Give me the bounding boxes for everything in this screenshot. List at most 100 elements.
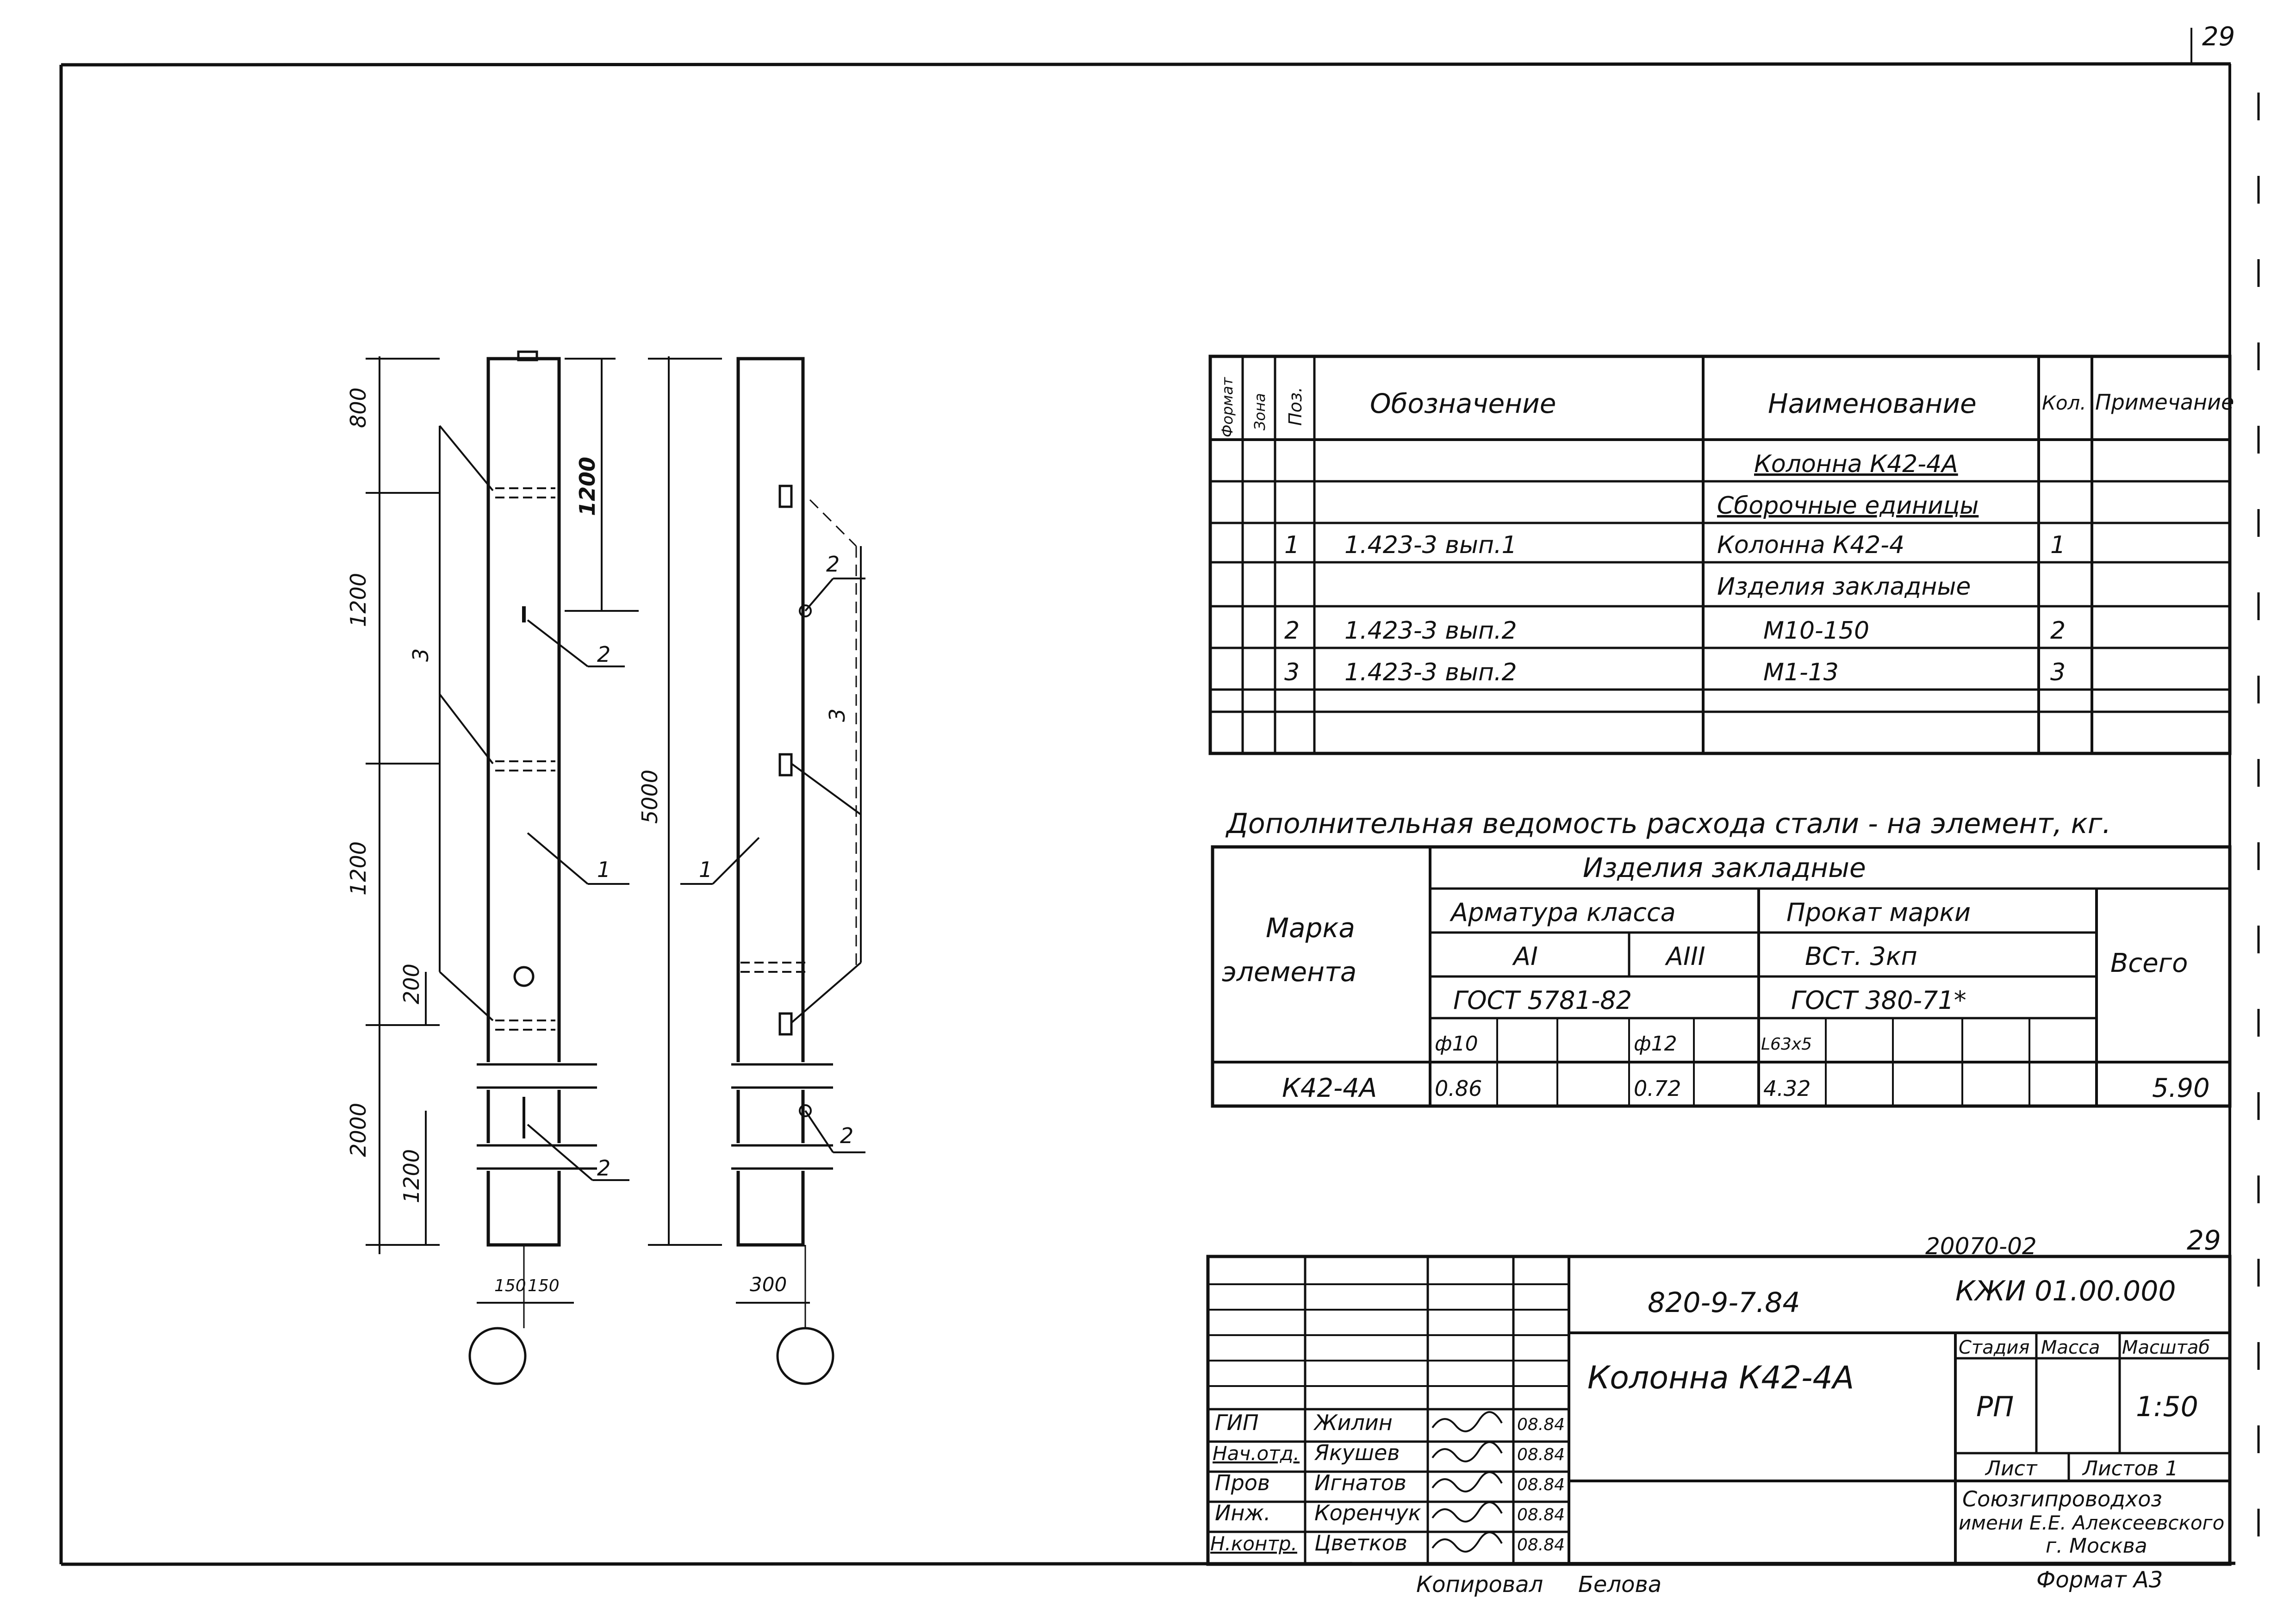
doc-code: КЖИ 01.00.000 [1955, 1275, 2176, 1307]
sheet-number: 29 [2187, 1225, 2221, 1256]
steel-grade: ВСт. 3кп [1805, 942, 1917, 971]
dimension-lines [366, 356, 857, 1304]
sheets-label: Листов 1 [2082, 1457, 2178, 1480]
signature-row: ГИП Жилин 08.84 [1215, 1410, 1565, 1435]
callout-leaders [439, 425, 865, 1181]
stage-value: РП [1976, 1391, 2014, 1423]
sheet-label: Лист [1985, 1457, 2038, 1480]
scale-value: 1:50 [2136, 1391, 2198, 1423]
signature-name: Жилин [1313, 1410, 1393, 1435]
signature-role: Инж. [1215, 1500, 1271, 1525]
callout-2-lower: 2 [597, 1156, 610, 1181]
sheet-frame [59, 28, 2260, 1592]
steel-table-grid [1211, 845, 2232, 1108]
spec-row-1-name: Сборочные единицы [1717, 492, 1979, 520]
spec-row-4-designation: 1.423-3 вып.2 [1344, 617, 1517, 645]
title-block-grid [1206, 1255, 2232, 1566]
spec-row-4-name: М10-150 [1763, 617, 1869, 645]
signature-row: Н.контр. Цветков 08.84 [1210, 1530, 1565, 1555]
spec-row-5-name: М1-13 [1763, 659, 1839, 686]
steel-gost-rebar: ГОСТ 5781-82 [1453, 986, 1632, 1015]
callout-2-right-lower: 2 [840, 1123, 853, 1148]
spec-row-3-name: Изделия закладные [1717, 573, 1971, 601]
steel-class-a3: АIII [1665, 942, 1705, 971]
signature-row: Пров Игнатов 08.84 [1215, 1470, 1565, 1495]
spec-row-5-designation: 1.423-3 вып.2 [1344, 659, 1517, 686]
handwritten-signature [1431, 1471, 1503, 1492]
dim-1200-top: 1200 [575, 457, 600, 516]
format-label: Формат А3 [2036, 1567, 2163, 1593]
steel-table-title: Дополнительная ведомость расхода стали -… [1225, 808, 2111, 840]
signature-date: 08.84 [1517, 1415, 1565, 1434]
dim-1200-a: 1200 [346, 573, 371, 627]
signature-role: Пров [1215, 1470, 1270, 1495]
dim-200: 200 [399, 964, 424, 1004]
handwritten-signature [1431, 1441, 1503, 1462]
steel-class-a1: АI [1512, 942, 1538, 971]
dim-150-b: 150 [528, 1276, 560, 1295]
signature-row: Инж. Коренчук 08.84 [1215, 1500, 1565, 1525]
mass-label: Масса [2041, 1337, 2100, 1358]
dim-2000: 2000 [346, 1103, 371, 1157]
dim-300: 300 [750, 1273, 787, 1296]
signature-row: Нач.отд. Якушев 08.84 [1213, 1440, 1565, 1465]
steel-header-mark-1: Марка [1266, 912, 1355, 944]
spec-row-4-pos: 2 [1284, 617, 1300, 645]
org-line-3: г. Москва [2046, 1534, 2147, 1558]
stage-label: Стадия [1959, 1337, 2029, 1358]
spec-row-0-name: Колонна К42-4А [1754, 450, 1958, 478]
callout-1-left: 1 [597, 857, 610, 882]
signature-date: 08.84 [1517, 1536, 1565, 1555]
spec-row-2-qty: 1 [2050, 531, 2066, 559]
steel-header-mark-2: элемента [1222, 956, 1356, 988]
steel-row-mark: К42-4А [1282, 1073, 1377, 1103]
copied-by-label: Копировал [1416, 1572, 1543, 1598]
callout-2-upper: 2 [597, 642, 610, 667]
column-front-view [468, 350, 597, 1385]
handwritten-signature [1431, 1501, 1503, 1523]
callout-2-right-upper: 2 [826, 552, 840, 577]
column-side-view [731, 357, 834, 1385]
copier-name: Белова [1578, 1572, 1661, 1598]
dim-1200-c: 1200 [399, 1149, 424, 1203]
project-code: 820-9-7.84 [1648, 1287, 1800, 1319]
dim-1200-b: 1200 [346, 841, 371, 895]
spec-row-5-qty: 3 [2050, 659, 2066, 686]
signature-role: Н.контр. [1210, 1532, 1297, 1555]
callout-1-right: 1 [699, 857, 712, 882]
steel-row-total: 5.90 [2152, 1073, 2210, 1103]
signature-name: Якушев [1314, 1440, 1400, 1465]
signature-date: 08.84 [1517, 1475, 1565, 1494]
handwritten-signature [1431, 1411, 1503, 1432]
steel-row-v2: 0.72 [1634, 1076, 1681, 1101]
spec-header-format: Формат [1219, 377, 1236, 437]
signature-name: Цветков [1314, 1530, 1407, 1555]
spec-header-qty: Кол. [2042, 392, 2086, 414]
signature-role: ГИП [1215, 1410, 1259, 1435]
dim-150-a: 150 [494, 1276, 526, 1295]
signature-name: Игнатов [1314, 1470, 1406, 1495]
callout-3-right: 3 [825, 709, 850, 722]
spec-row-4-qty: 2 [2050, 617, 2066, 645]
spec-header-name: Наименование [1768, 388, 1977, 419]
spec-row-2-designation: 1.423-3 вып.1 [1344, 531, 1517, 559]
signature-role: Нач.отд. [1213, 1442, 1300, 1465]
steel-header-rolled: Прокат марки [1786, 898, 1971, 927]
item-name: Колонна К42-4А [1587, 1360, 1854, 1396]
dim-5000: 5000 [637, 770, 662, 824]
steel-row-v3: 4.32 [1763, 1076, 1811, 1101]
steel-header-rebar: Арматура класса [1450, 898, 1676, 927]
spec-header-note: Примечание [2095, 390, 2234, 415]
spec-row-2-name: Колонна К42-4 [1717, 531, 1904, 559]
dim-800: 800 [346, 387, 371, 428]
signature-date: 08.84 [1517, 1505, 1565, 1524]
spec-table-grid [1208, 354, 2232, 755]
spec-header-designation: Обозначение [1370, 388, 1556, 419]
spec-header-zone: Зона [1251, 393, 1269, 430]
steel-col-l63: L63x5 [1761, 1035, 1812, 1054]
steel-header-group: Изделия закладные [1583, 852, 1866, 883]
spec-header-pos: Поз. [1285, 387, 1306, 426]
steel-row-v1: 0.86 [1435, 1076, 1482, 1101]
signature-date: 08.84 [1517, 1445, 1565, 1464]
